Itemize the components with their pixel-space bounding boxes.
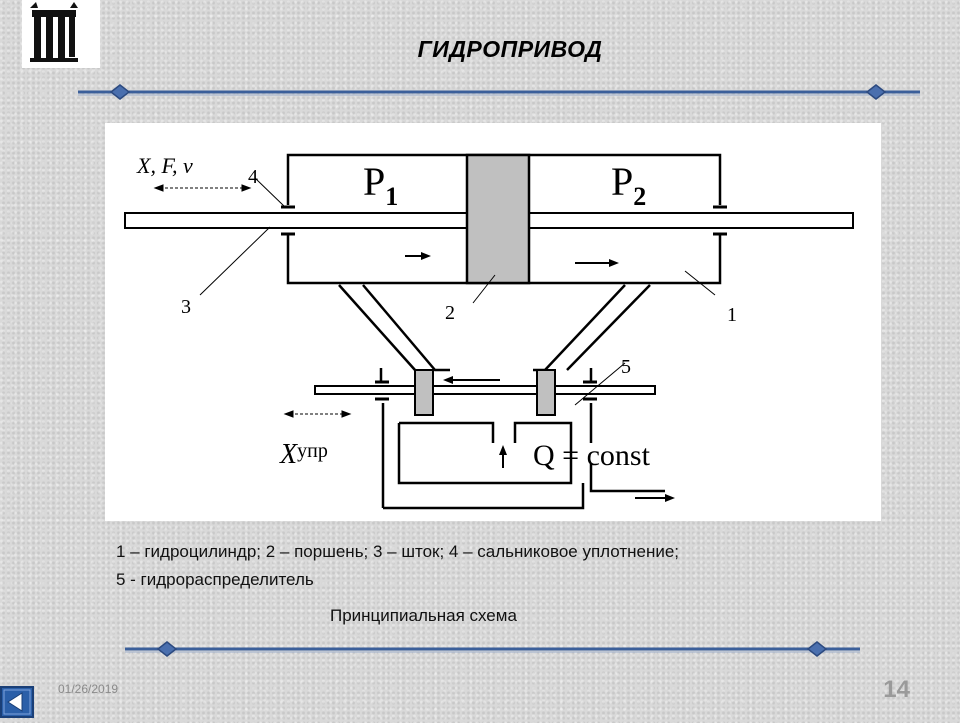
spool-land-right: [536, 369, 556, 416]
callout-3: 3: [181, 296, 191, 318]
callout-1: 1: [727, 304, 737, 326]
legend-line-1: 1 – гидроцилиндр; 2 – поршень; 3 – шток;…: [116, 542, 680, 561]
bottom-divider: [125, 641, 860, 657]
callout-2: 2: [445, 302, 455, 324]
university-emblem-icon: [30, 2, 78, 62]
legend-line-2: 5 - гидрораспределитель: [116, 570, 314, 589]
label-x-upr: Xупр: [279, 439, 328, 470]
schematic: X, F, v P1 P2 Xупр Q = const 1 2 3 4 5: [124, 153, 854, 510]
label-x-f-v: X, F, v: [136, 153, 193, 178]
legend-caption: 1 – гидроцилиндр; 2 – поршень; 3 – шток;…: [116, 538, 896, 594]
back-arrow-icon: [0, 686, 34, 718]
diamond-icon: [109, 84, 131, 100]
label-p1: P1: [363, 159, 398, 211]
page-number: 14: [883, 676, 910, 703]
diagram-subcaption: Принципиальная схема: [330, 606, 517, 625]
back-navigation-button[interactable]: [0, 686, 34, 718]
slide-date: 01/26/2019: [58, 682, 119, 696]
diamond-icon: [806, 641, 828, 657]
hydraulic-drive-diagram: X, F, v P1 P2 Xупр Q = const 1 2 3 4 5: [105, 123, 881, 521]
spool-land-left: [414, 369, 434, 416]
university-logo: [22, 0, 100, 68]
diamond-icon: [156, 641, 178, 657]
label-q-const: Q = const: [533, 439, 651, 472]
diamond-icon: [865, 84, 887, 100]
top-divider: [78, 84, 920, 100]
piston: [465, 153, 531, 285]
callout-5: 5: [621, 356, 631, 378]
slide-title: ГИДРОПРИВОД: [417, 36, 603, 62]
label-p2: P2: [611, 159, 646, 211]
callout-4: 4: [248, 166, 258, 188]
